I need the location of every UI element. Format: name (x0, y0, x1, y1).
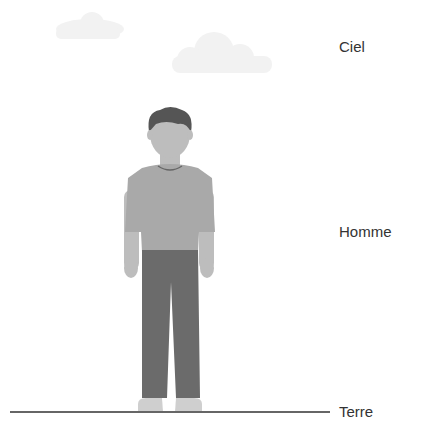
hand (200, 258, 214, 278)
collar (158, 166, 182, 170)
hand (124, 258, 138, 278)
region-label: Homme (339, 223, 392, 241)
cloud (56, 12, 124, 39)
shoe (138, 398, 163, 412)
hair (148, 107, 191, 132)
shoe (175, 398, 202, 412)
trousers (142, 250, 200, 398)
ear (147, 130, 153, 140)
ground-line (10, 411, 330, 413)
cloud-part (172, 56, 272, 73)
cloud-part (56, 28, 120, 39)
region-label: Terre (339, 403, 373, 421)
region-label: Ciel (339, 38, 365, 56)
ear (187, 130, 193, 140)
shirt (125, 164, 215, 252)
cloud (172, 32, 272, 73)
man (124, 107, 215, 412)
